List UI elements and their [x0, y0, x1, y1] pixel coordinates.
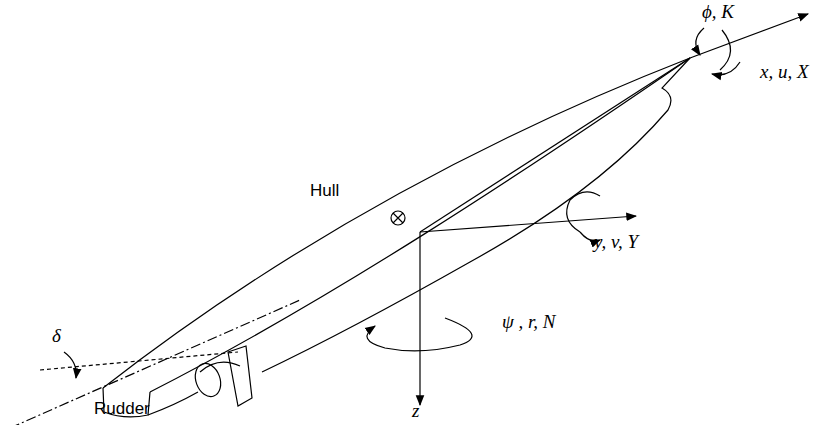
propeller-shaft — [200, 362, 240, 372]
roll-arc-head — [696, 28, 704, 55]
hull-label: Hull — [308, 182, 341, 201]
rudder-blade — [228, 346, 252, 406]
origin-symbol — [391, 211, 405, 225]
hull-gunwale — [103, 58, 690, 388]
z-axis-label: z — [410, 401, 421, 422]
centreline — [10, 300, 300, 425]
roll-arc-lower — [712, 62, 740, 75]
hull-stern-bottom — [148, 392, 198, 415]
rudder-label: Rudder — [92, 400, 152, 419]
hull-keel — [262, 58, 690, 372]
roll-arc — [720, 30, 731, 70]
roll-label: ϕ, K — [700, 2, 736, 23]
z-axis — [419, 232, 420, 405]
y-axis-label: y, v, Y — [592, 232, 640, 253]
pitch-arc — [567, 192, 600, 232]
x-axis-label: x, u, X — [758, 62, 811, 83]
rudder-angle-arc — [64, 352, 76, 378]
rudder-angle-label: δ — [50, 326, 63, 347]
x-axis-inner — [420, 58, 690, 232]
rudder-angle-line — [40, 352, 238, 370]
y-axis — [420, 216, 636, 232]
yaw-label: ψ , r, N — [500, 312, 558, 333]
origin-cross — [393, 213, 403, 223]
yaw-arc — [367, 318, 472, 351]
